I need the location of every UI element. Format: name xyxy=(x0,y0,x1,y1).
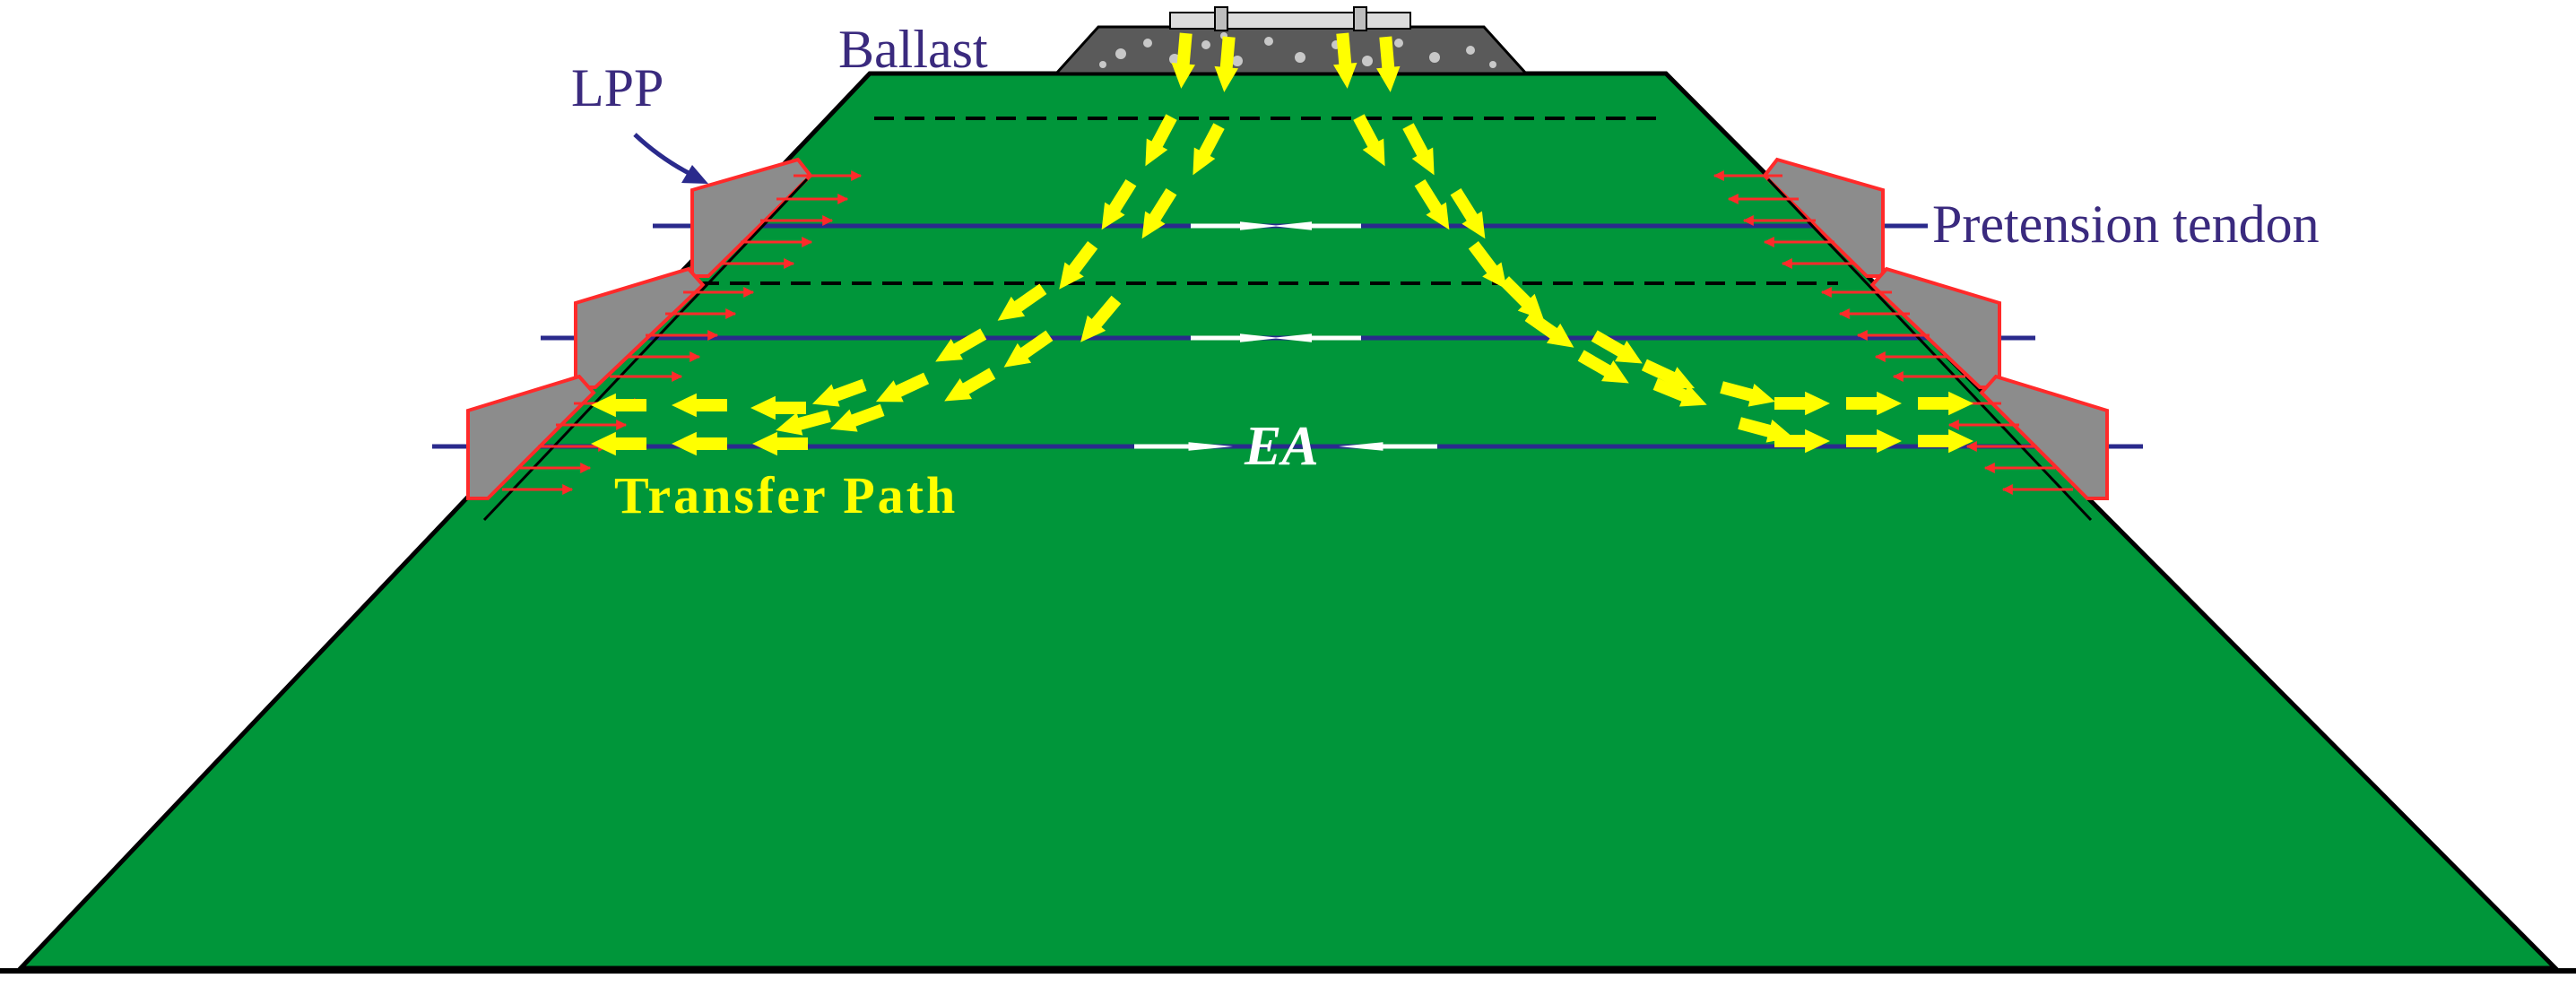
lpp-panels-right xyxy=(1762,157,2109,522)
lpp-pointer-arrow xyxy=(633,133,708,184)
transfer-arrow-5 xyxy=(1193,123,1225,176)
transfer-arrow-15 xyxy=(811,378,867,407)
transfer-arrow-20 xyxy=(591,393,646,418)
transfer-arrow-1 xyxy=(1214,36,1238,92)
layer-lines xyxy=(699,117,1838,285)
transfer-arrow-17 xyxy=(776,410,831,436)
ballast xyxy=(1053,6,1530,75)
transfer-arrow-19 xyxy=(672,393,727,418)
transfer-arrow-29 xyxy=(1500,276,1544,320)
ea-arrow-2 xyxy=(1191,333,1280,342)
transfer-arrow-10 xyxy=(935,328,987,362)
transfer-arrow-40 xyxy=(1774,429,1830,454)
label-lpp: LPP xyxy=(571,58,664,117)
transfer-arrow-3 xyxy=(1376,36,1401,92)
transfer-arrow-32 xyxy=(1577,350,1629,384)
anchor-force-arrows-left xyxy=(502,170,863,495)
transfer-arrow-24 xyxy=(1353,114,1385,167)
transfer-arrow-37 xyxy=(1774,391,1830,416)
anchor-force-arrows-right xyxy=(1713,170,2073,495)
transfer-arrow-28 xyxy=(1468,241,1507,290)
transfer-arrow-27 xyxy=(1450,188,1486,239)
transfer-arrow-22 xyxy=(672,431,727,456)
label-pretension-tendon: Pretension tendon xyxy=(1932,195,2320,254)
ea-arrow-1 xyxy=(1271,221,1361,230)
transfer-arrow-30 xyxy=(1524,310,1574,348)
ea-arrows xyxy=(1134,221,1437,451)
transfer-arrow-6 xyxy=(1101,179,1137,230)
transfer-arrow-33 xyxy=(1641,359,1696,389)
transfer-arrow-42 xyxy=(1918,429,1973,454)
transfer-arrow-25 xyxy=(1402,123,1435,176)
transfer-arrow-0 xyxy=(1171,32,1195,89)
transfer-arrow-26 xyxy=(1414,179,1450,230)
ea-arrow-4 xyxy=(1134,442,1233,451)
transfer-arrow-34 xyxy=(1652,377,1707,407)
label-transfer-path: Transfer Path xyxy=(614,466,958,524)
transfer-arrow-16 xyxy=(829,403,885,432)
transfer-arrow-31 xyxy=(1591,330,1643,364)
transfer-arrow-12 xyxy=(944,368,996,402)
transfer-arrow-7 xyxy=(1141,188,1177,239)
transfer-arrow-23 xyxy=(591,431,646,456)
transfer-arrow-39 xyxy=(1918,391,1973,416)
transfer-arrow-18 xyxy=(750,395,806,420)
transfer-arrow-14 xyxy=(1080,295,1122,342)
transfer-path-arrows xyxy=(591,32,1973,456)
transfer-arrow-2 xyxy=(1333,32,1357,89)
label-ea: EA xyxy=(1244,416,1319,477)
transfer-arrow-4 xyxy=(1145,114,1177,167)
transfer-arrow-41 xyxy=(1846,429,1902,454)
transfer-arrow-38 xyxy=(1846,391,1902,416)
ea-arrow-3 xyxy=(1271,333,1361,342)
transfer-arrow-35 xyxy=(1720,381,1775,407)
ea-arrow-5 xyxy=(1339,442,1437,451)
label-ballast: Ballast xyxy=(838,20,988,79)
transfer-arrow-21 xyxy=(752,431,808,456)
transfer-arrow-11 xyxy=(1003,330,1054,368)
transfer-arrow-8 xyxy=(1059,241,1098,290)
ea-arrow-0 xyxy=(1191,221,1280,230)
transfer-arrow-9 xyxy=(997,283,1047,321)
transfer-arrow-13 xyxy=(875,372,930,403)
